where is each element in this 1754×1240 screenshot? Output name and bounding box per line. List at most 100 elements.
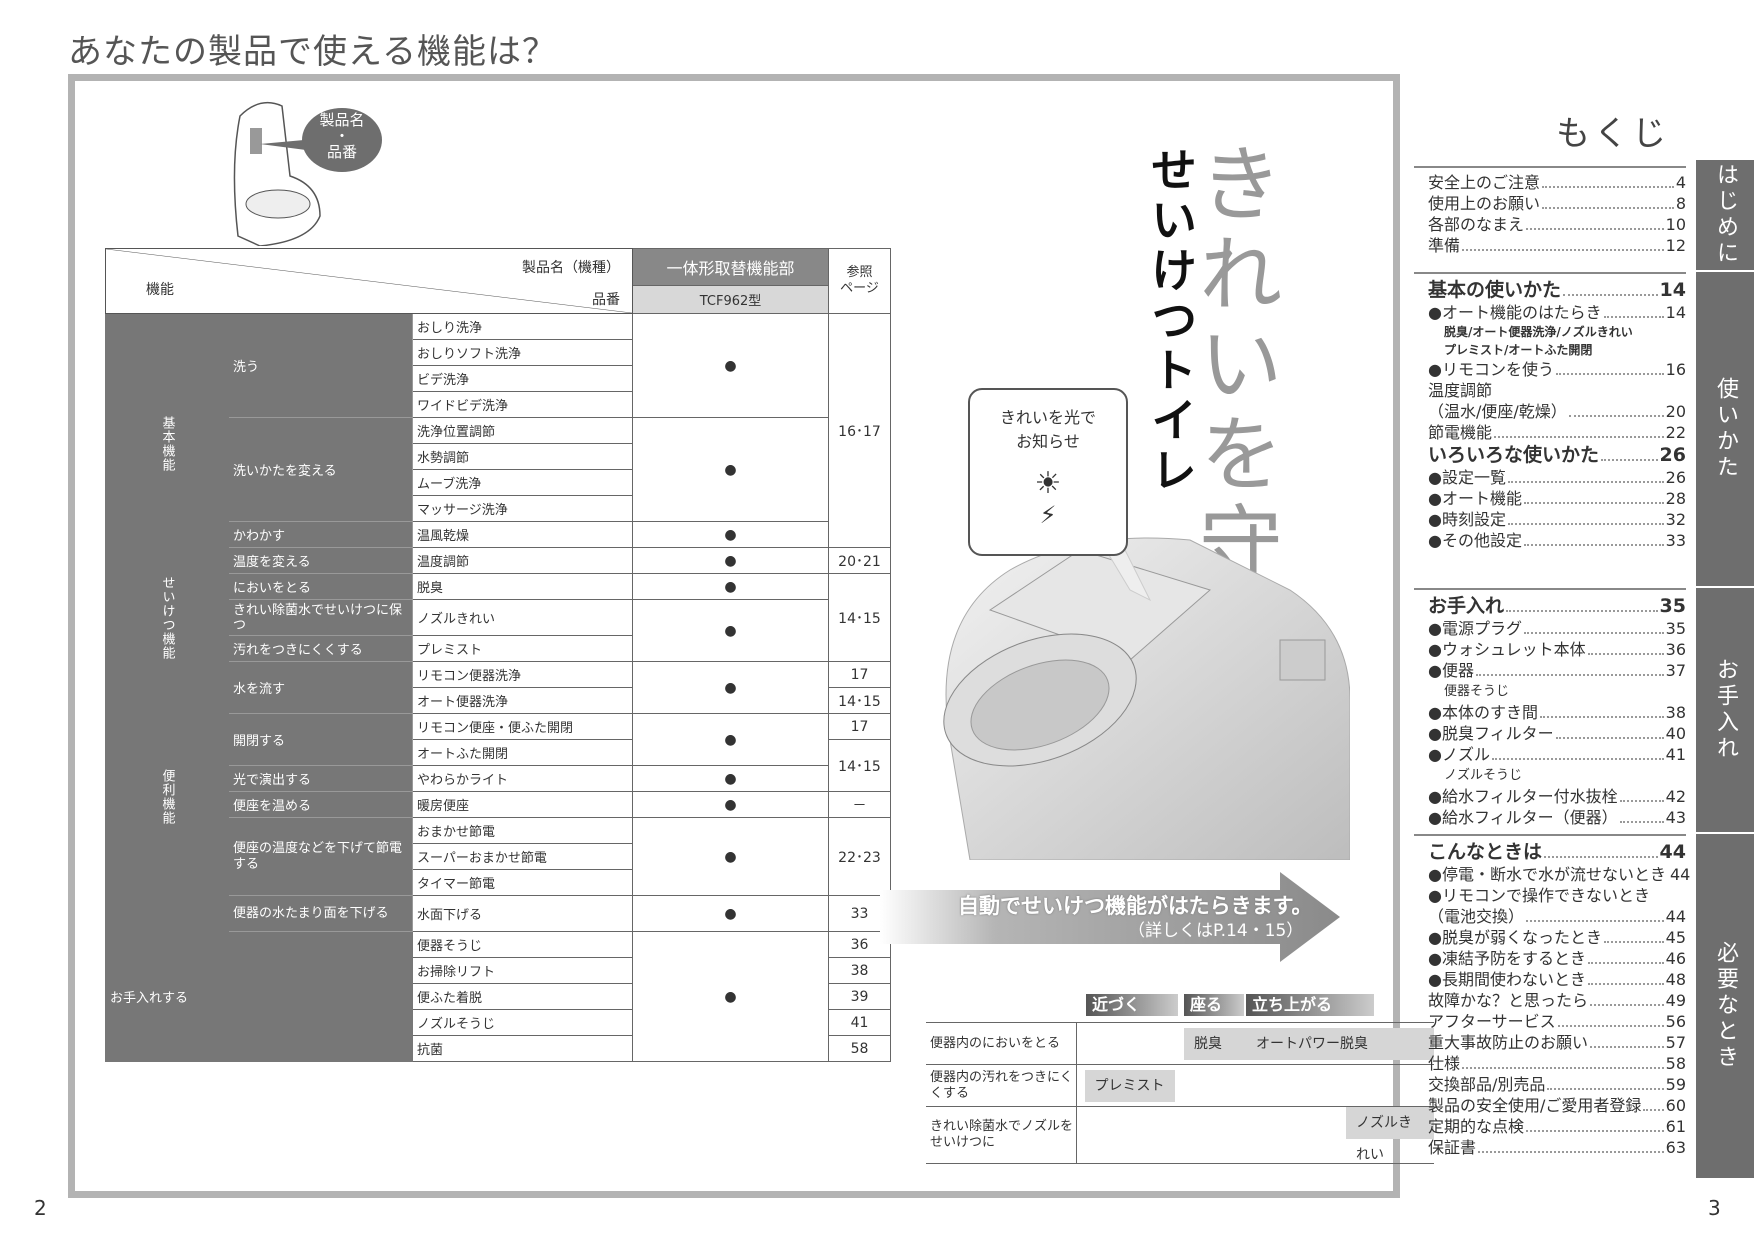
toc-item[interactable]: ●給水フィルター（便器）43 [1428,808,1686,827]
feature-row: 水勢調節 [412,443,633,470]
category-clean: せいけつ機能 [159,575,175,660]
available-dot: ● [632,417,829,522]
callout-text: 製品名・品番 [319,111,365,161]
feature-row: 温度調節 [412,547,633,574]
feature-row: おしり洗浄 [412,313,633,340]
feature-row: ビデ洗浄 [412,365,633,392]
callout-bubble [302,108,382,172]
feature-row: オートふた開閉 [412,739,633,766]
toc-item[interactable]: （温水/便座/乾燥）20 [1428,402,1686,421]
category-convenient: 便利機能 [159,768,175,825]
feature-row: やわらかライト [412,765,633,792]
features-table: 機能 製品名（機種） 品番 一体形取替機能部 参照ページ TCF962型 基本機… [105,248,891,1062]
feature-row: 温風乾燥 [412,521,633,548]
sub-wash: 洗う [228,313,413,418]
auto-clean-text: 自動でせいけつ機能がはたらきます。 [958,894,1313,918]
feature-row: リモコン便座・便ふた開閉 [412,713,633,740]
feature-row: ノズルそうじ [412,1009,633,1036]
available-dot: ● [632,313,829,418]
category-basic: 基本機能 [159,415,175,472]
toc-note: 便器そうじ [1444,684,1510,699]
product-code: TCF962型 [632,284,829,315]
tab-when-needed[interactable]: 必要なとき [1696,834,1754,1178]
feature-row: スーパーおまかせ節電 [412,843,633,870]
tab-usage[interactable]: 使いかた [1696,272,1754,586]
feature-row: ワイドビデ洗浄 [412,391,633,418]
feature-row: プレミスト [412,635,633,662]
toc-note: ●リモコンで操作できないとき [1428,886,1650,905]
feature-row: マッサージ洗浄 [412,495,633,522]
feature-row: オート便器洗浄 [412,687,633,714]
label-plate [250,128,262,154]
stage-sit: 座る [1184,994,1244,1016]
feature-row: 脱臭 [412,573,633,600]
tab-care[interactable]: お手入れ [1696,588,1754,832]
toc-item[interactable]: （電池交換）44 [1428,907,1686,926]
tab-introduction[interactable]: はじめに [1696,160,1754,270]
toc-note: 脱臭/オート便器洗浄/ノズルきれい [1444,325,1633,339]
feature-row: 便器そうじ [412,931,633,958]
toc-note: ノズルそうじ [1444,768,1523,783]
auto-clean-reference: （詳しくはP.14・15） [1128,921,1304,941]
feature-row: おしりソフト洗浄 [412,339,633,366]
hero-subheadline: せいけつトイレ [1144,146,1198,496]
stage-table: 便器内のにおいをとる 脱臭オートパワー脱臭 便器内の汚れをつきにくくする プレミ… [926,1022,1434,1164]
toc-note: プレミスト/オートふた開閉 [1444,343,1593,357]
feature-row: ノズルきれい [412,599,633,636]
feature-row: お掃除リフト [412,957,633,984]
feature-row: 暖房便座 [412,791,633,818]
stage-stand: 立ち上がる [1246,994,1374,1016]
feature-row: ムーブ洗浄 [412,469,633,496]
feature-row: 便ふた着脱 [412,983,633,1010]
ref-page-header: 参照ページ [828,248,891,314]
page-number-left: 2 [34,1196,47,1220]
auto-clean-arrow [880,872,1340,962]
feature-row: 水面下げる [412,895,633,932]
sub-care: お手入れする [105,931,413,1062]
light-notice-bubble: きれいを光で お知らせ ☀ ⚡ [968,388,1128,556]
product-name: 一体形取替機能部 [632,248,829,286]
ref-page: 16･17 [828,313,891,548]
toc-note: 温度調節 [1428,381,1493,400]
stage-row-label: 便器内の汚れをつきにくくする [926,1064,1077,1107]
page-title: あなたの製品で使える機能は？ [68,32,557,72]
